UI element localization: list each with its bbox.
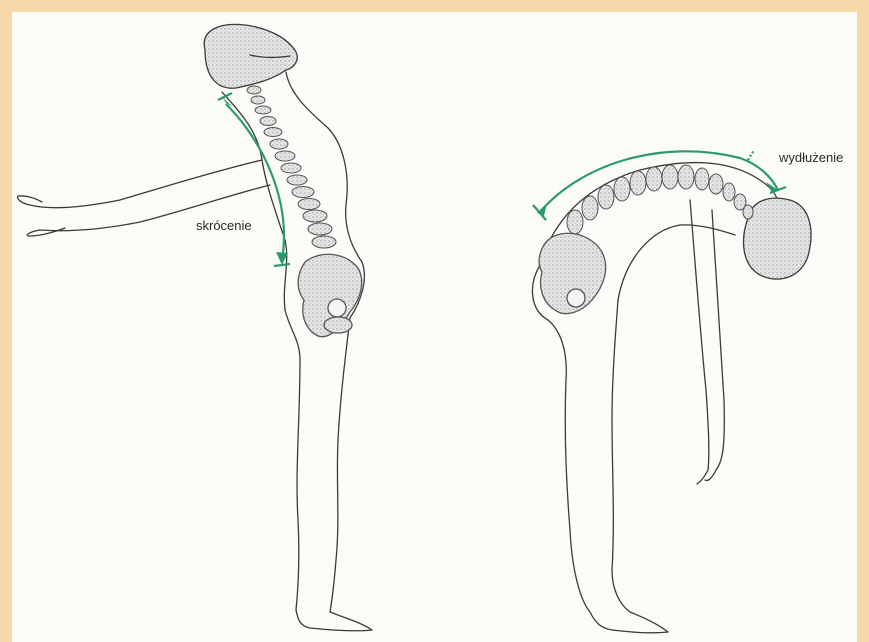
- lengthening-label: wydłużenie: [779, 150, 843, 165]
- shortening-label: skrócenie: [196, 218, 252, 233]
- figure-extension: [18, 24, 373, 630]
- figure-flexion: [532, 163, 811, 633]
- shortening-arrow: [218, 93, 290, 266]
- skull-right: [744, 198, 811, 279]
